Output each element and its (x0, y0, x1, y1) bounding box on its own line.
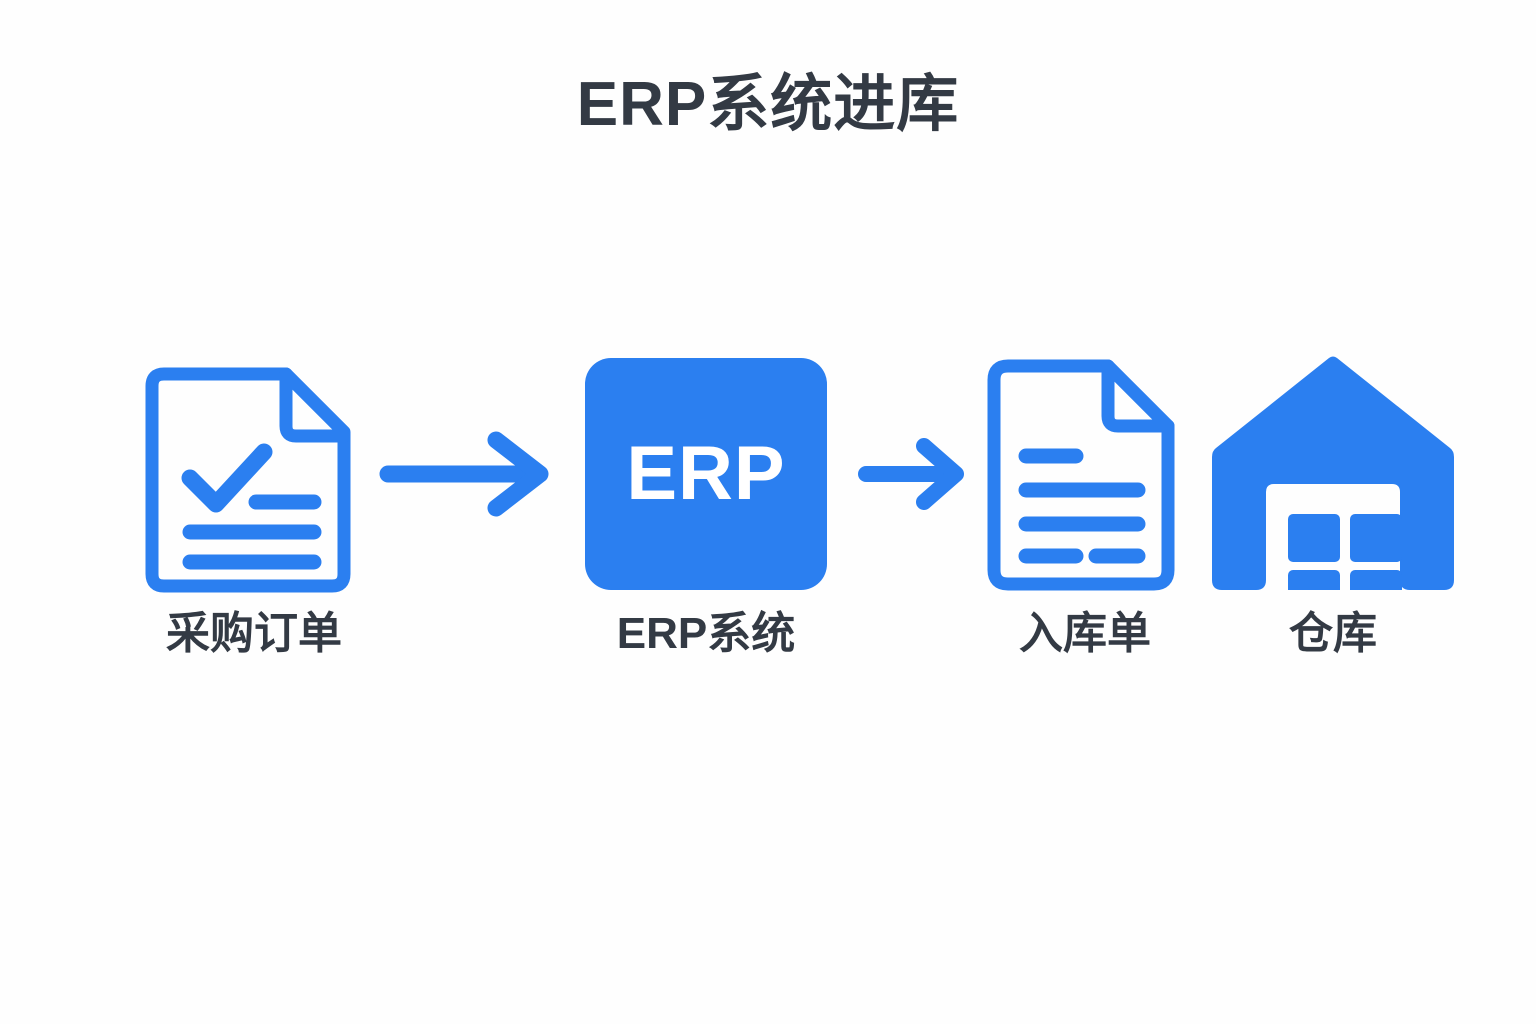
warehouse-icon (1210, 352, 1456, 630)
arrow-right-icon-1 (379, 431, 552, 517)
document-lines-icon (987, 356, 1178, 592)
document-check-icon (145, 356, 360, 593)
arrow-right-icon-2 (858, 438, 968, 510)
flow-node-receiving-order[interactable] (987, 356, 1178, 592)
erp-box-icon: ERP (585, 358, 827, 590)
flow-node-label-receiving-order: 入库单 (1019, 609, 1151, 658)
flow-node-purchase-order[interactable] (145, 356, 360, 593)
page-title: ERP系统进库 (576, 70, 960, 139)
flow-node-label-warehouse: 仓库 (1289, 609, 1377, 658)
erp-box-label: ERP (626, 431, 786, 516)
flow-node-label-erp-system: ERP系统 (616, 609, 796, 658)
flow-node-erp-system[interactable]: ERP (583, 356, 829, 592)
flow-node-label-purchase-order: 采购订单 (166, 609, 342, 658)
flow-node-warehouse[interactable] (1210, 352, 1456, 630)
